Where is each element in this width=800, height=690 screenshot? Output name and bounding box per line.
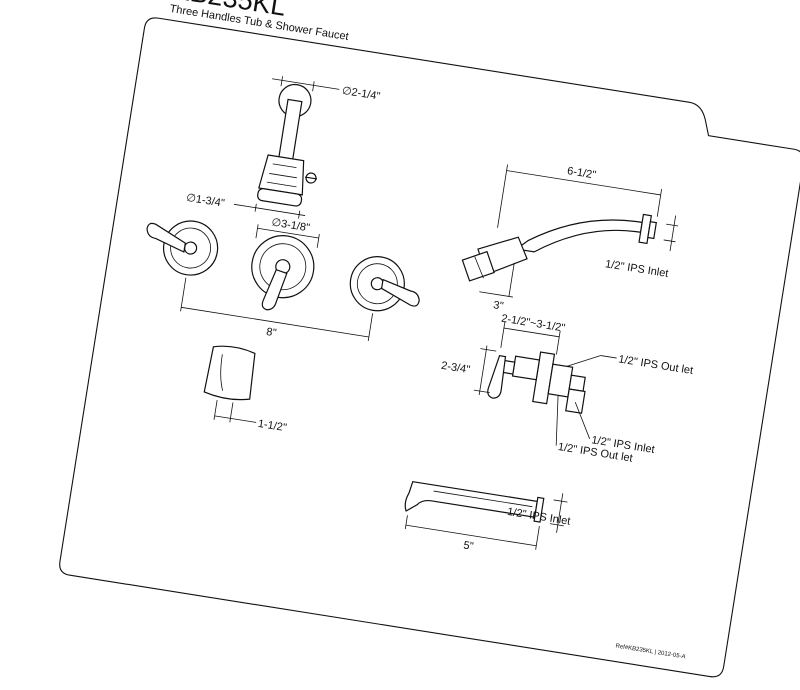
valve-height-label: 2-3/4" bbox=[440, 360, 471, 376]
left-handle bbox=[146, 220, 219, 276]
valve-side-view bbox=[487, 351, 586, 414]
reference-code: Ref#KB235KL | 2012-05-A bbox=[615, 643, 686, 660]
head-height-label: 3" bbox=[492, 299, 504, 312]
valve-depth-label: 2-1/2"~3-1/2" bbox=[500, 313, 566, 335]
sheet-border bbox=[59, 17, 800, 678]
handle-diameter-label: ∅3-1/8" bbox=[271, 216, 311, 234]
tub-spout-side-view bbox=[404, 481, 545, 523]
center-handle bbox=[251, 235, 315, 311]
shower-head-front-view bbox=[257, 83, 318, 207]
arm-length-label: 6-1/2" bbox=[566, 165, 597, 181]
right-handle bbox=[349, 256, 420, 312]
flange-diameter-label: ∅2-1/4" bbox=[341, 85, 381, 103]
handle-spread-label: 8" bbox=[265, 326, 277, 339]
spout-length-label: 5" bbox=[462, 539, 474, 552]
shower-arm-side-view bbox=[461, 213, 657, 282]
rotated-sheet: KB235KL Three Handles Tub & Shower Fauce… bbox=[59, 0, 800, 678]
tub-spout-front-view bbox=[203, 345, 256, 401]
spout-width-label: 1-1/2" bbox=[257, 418, 288, 434]
arm-inlet-label: 1/2" IPS Inlet bbox=[604, 258, 669, 280]
valve-outlet-top-label: 1/2" IPS Out let bbox=[618, 353, 694, 377]
head-diameter-label: ∅1-3/4" bbox=[185, 192, 225, 210]
